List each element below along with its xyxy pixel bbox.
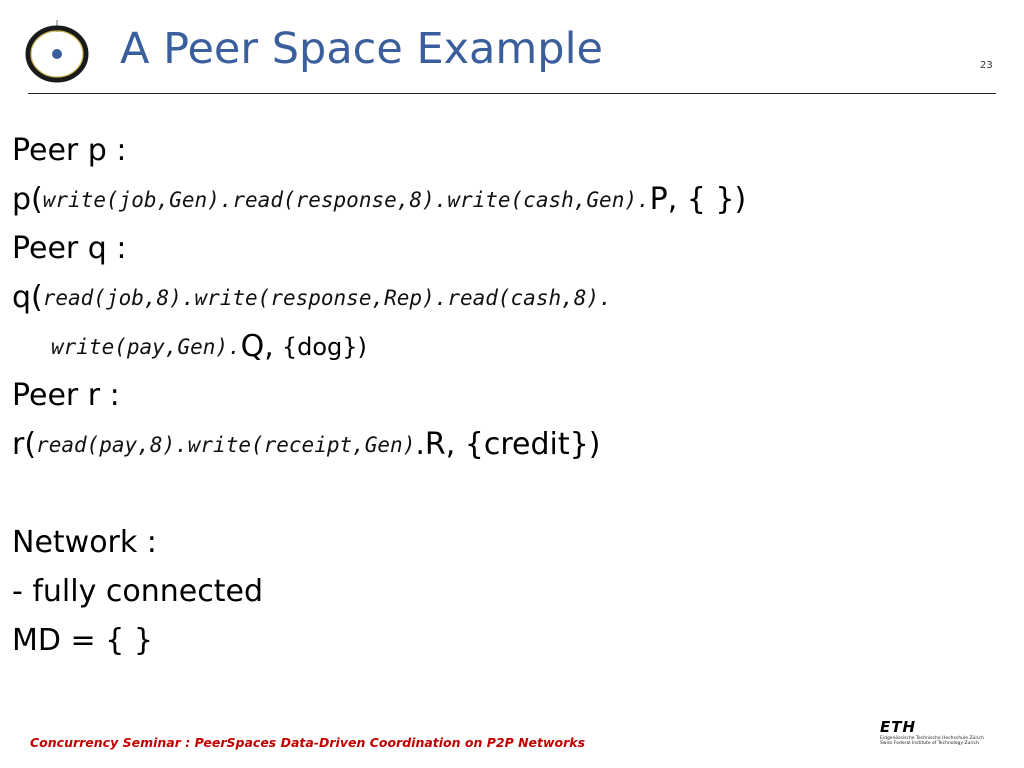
slide-title: A Peer Space Example: [120, 24, 603, 74]
peer-q-definition-line2: write(pay,Gen) . Q, {dog}): [51, 329, 367, 364]
eth-logo: ETH Eidgenössische Technische Hochschule…: [880, 718, 998, 754]
slide-body: Peer p : p( write(job,Gen).read(response…: [12, 126, 1012, 665]
peer-q-definition-line1: q( read(job,8).write(response,Rep).read(…: [12, 280, 612, 315]
eth-logo-line1: Eidgenössische Technische Hochschule Zür…: [880, 736, 984, 741]
peer-p-definition: p( write(job,Gen).read(response,8).write…: [12, 182, 747, 217]
logo-icon: [25, 20, 89, 83]
peer-q-code-2: write(pay,Gen): [51, 334, 229, 359]
peer-r-definition: r( read(pay,8).write(receipt,Gen) .R, {c…: [12, 427, 601, 462]
network-heading: Network :: [12, 525, 157, 560]
peer-p-code: write(job,Gen).read(response,8).write(ca…: [42, 187, 637, 212]
peer-r-heading: Peer r :: [12, 378, 120, 413]
page-number: 23: [980, 60, 993, 71]
peer-p-heading: Peer p :: [12, 133, 127, 168]
peer-q-heading: Peer q :: [12, 231, 127, 266]
peer-q-code-1: read(job,8).write(response,Rep).read(cas…: [42, 285, 612, 310]
network-item: - fully connected: [12, 574, 263, 609]
footer-text: Concurrency Seminar : PeerSpaces Data-Dr…: [30, 735, 586, 750]
peer-r-code: read(pay,8).write(receipt,Gen): [36, 432, 416, 457]
eth-logo-line2: Swiss Federal Institute of Technology Zu…: [880, 741, 979, 746]
title-divider: [28, 93, 996, 94]
spacer: [12, 469, 1012, 518]
md-line: MD = { }: [12, 623, 153, 658]
eth-logo-mark: ETH: [880, 718, 917, 736]
